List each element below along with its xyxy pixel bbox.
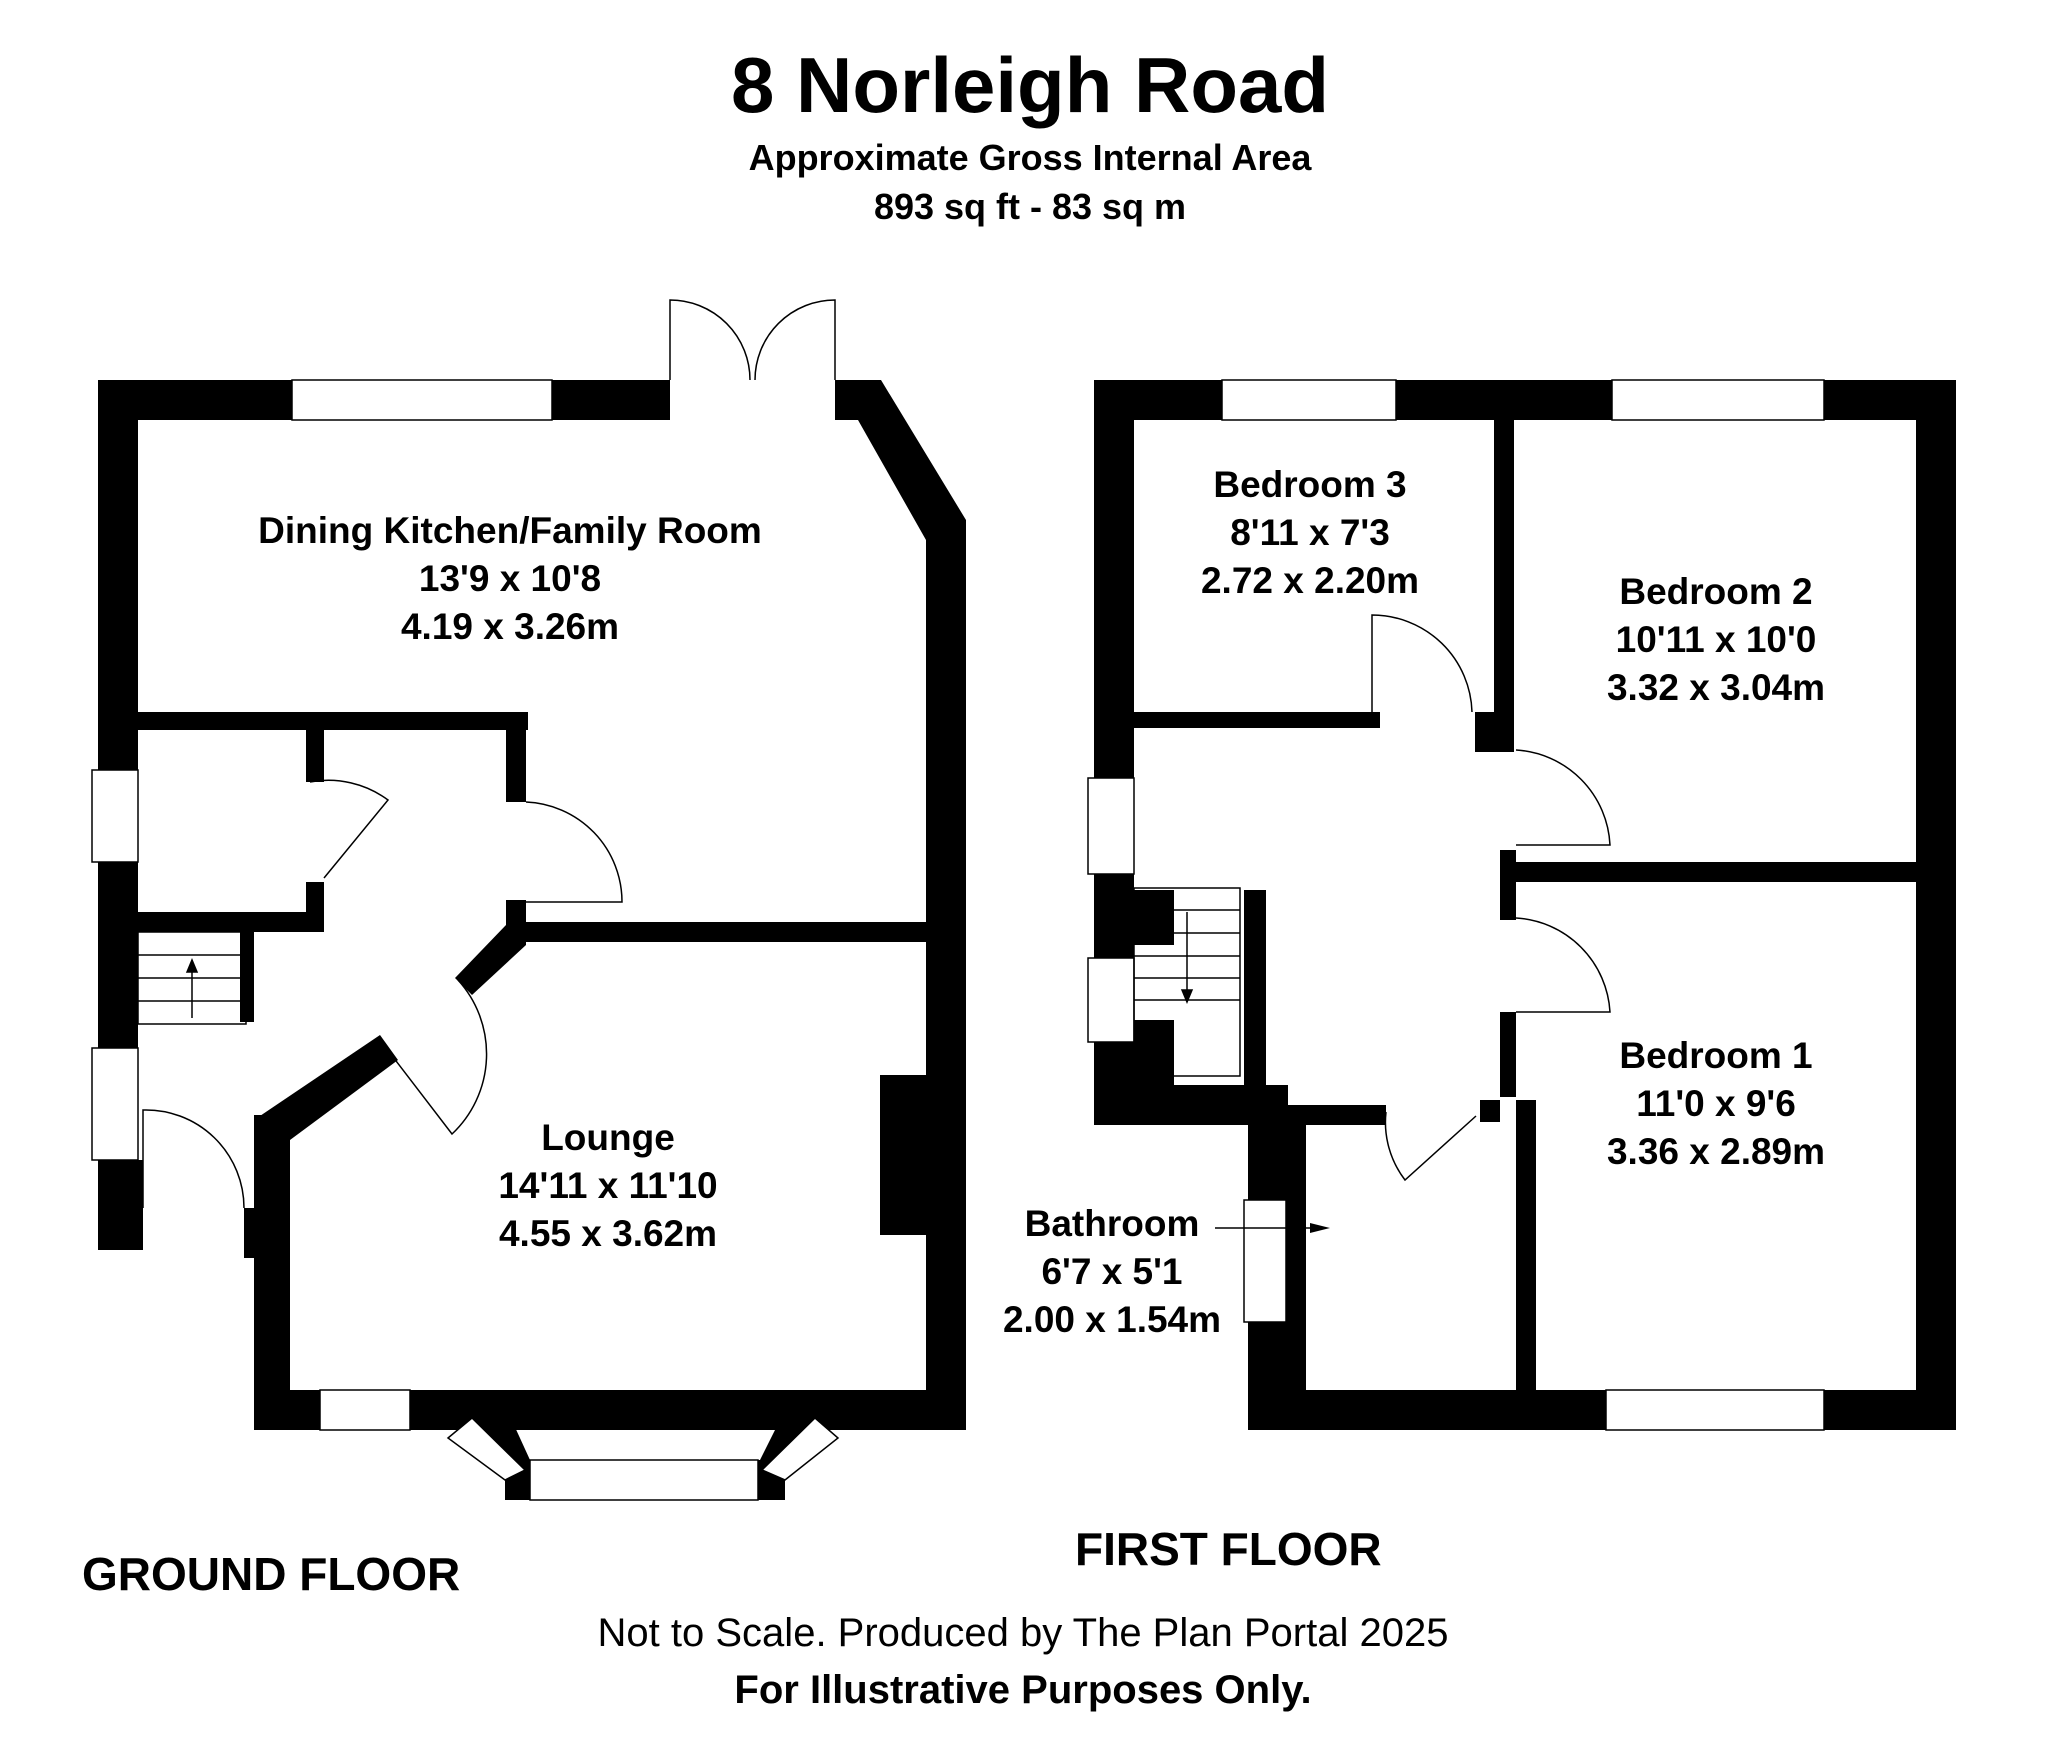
room-name: Bathroom [1025, 1203, 1200, 1244]
bedroom-3-door [1371, 614, 1473, 713]
wall [455, 925, 526, 995]
wall [1248, 1390, 1956, 1430]
wall [138, 912, 324, 932]
room-size-metric: 3.32 x 3.04m [1607, 667, 1825, 708]
wall [1134, 1020, 1174, 1085]
window [1243, 1199, 1287, 1323]
wall [254, 1115, 290, 1430]
ground-floor-label: GROUND FLOOR [82, 1548, 460, 1600]
wall [244, 1208, 274, 1258]
window [91, 1047, 139, 1161]
wall [1916, 380, 1956, 1430]
cupboard-door [309, 779, 390, 879]
wall [138, 712, 528, 730]
wall [1494, 712, 1514, 752]
chimney-breast [880, 1075, 966, 1235]
room-name: Bedroom 1 [1619, 1035, 1812, 1076]
room-size-imperial: 13'9 x 10'8 [419, 558, 601, 599]
room-label-dining-kitchen: Dining Kitchen/Family Room 13'9 x 10'8 4… [258, 510, 762, 647]
room-size-imperial: 6'7 x 5'1 [1041, 1251, 1182, 1292]
room-size-metric: 4.19 x 3.26m [401, 606, 619, 647]
wall [1500, 850, 1516, 920]
wall [1244, 890, 1266, 1085]
room-size-metric: 3.36 x 2.89m [1607, 1131, 1825, 1172]
window [291, 379, 553, 421]
room-label-bathroom: Bathroom 6'7 x 5'1 2.00 x 1.54m [1003, 1203, 1221, 1340]
plan-subtitle: Approximate Gross Internal Area [749, 137, 1313, 178]
room-name: Dining Kitchen/Family Room [258, 510, 762, 551]
bathroom-door [1384, 1111, 1477, 1182]
wall [1500, 1012, 1516, 1097]
wall [1286, 1105, 1306, 1430]
room-label-lounge: Lounge 14'11 x 11'10 4.55 x 3.62m [498, 1117, 717, 1254]
illustrative-notice: For Illustrative Purposes Only. [734, 1668, 1311, 1712]
window [1087, 777, 1135, 875]
wall [1480, 1100, 1500, 1122]
plan-title: 8 Norleigh Road [731, 41, 1329, 129]
wall [1094, 1085, 1288, 1125]
bathroom-pointer-head [1310, 1223, 1330, 1233]
wall [526, 922, 926, 942]
window [91, 769, 139, 863]
wall [1494, 420, 1514, 730]
room-label-bedroom-2: Bedroom 2 10'11 x 10'0 3.32 x 3.04m [1607, 571, 1825, 708]
wall [1500, 862, 1916, 882]
room-size-imperial: 10'11 x 10'0 [1616, 619, 1817, 660]
wall [1286, 1105, 1386, 1125]
bedroom-2-door [1515, 749, 1611, 846]
room-size-metric: 2.72 x 2.20m [1201, 560, 1419, 601]
window [1087, 957, 1135, 1043]
window [529, 1459, 759, 1501]
stairs [1133, 887, 1241, 1077]
french-door [754, 299, 836, 381]
room-size-imperial: 8'11 x 7'3 [1230, 512, 1390, 553]
room-size-imperial: 14'11 x 11'10 [498, 1165, 717, 1206]
room-name: Bedroom 2 [1619, 571, 1812, 612]
wall [98, 1160, 143, 1250]
window [1605, 1389, 1825, 1431]
ground-floor-plan [91, 299, 966, 1501]
wall [1516, 1100, 1536, 1430]
lounge-door [379, 979, 488, 1136]
room-size-imperial: 11'0 x 9'6 [1636, 1083, 1796, 1124]
wall [1266, 1085, 1286, 1125]
bedroom-1-door [1515, 917, 1611, 1013]
french-door [669, 299, 751, 381]
window [760, 1416, 840, 1481]
room-name: Bedroom 3 [1213, 464, 1406, 505]
window [446, 1416, 527, 1481]
window [1611, 379, 1825, 421]
wall [1134, 890, 1174, 945]
first-floor-label: FIRST FLOOR [1075, 1523, 1382, 1575]
wall [306, 712, 324, 782]
window [319, 1389, 411, 1431]
wall [858, 380, 966, 1430]
wall [506, 712, 526, 802]
room-name: Lounge [541, 1117, 675, 1158]
room-size-metric: 2.00 x 1.54m [1003, 1299, 1221, 1340]
plan-area: 893 sq ft - 83 sq m [874, 186, 1186, 227]
room-label-bedroom-1: Bedroom 1 11'0 x 9'6 3.36 x 2.89m [1607, 1035, 1825, 1172]
room-size-metric: 4.55 x 3.62m [499, 1213, 717, 1254]
room-label-bedroom-3: Bedroom 3 8'11 x 7'3 2.72 x 2.20m [1201, 464, 1419, 601]
wall [1475, 712, 1495, 752]
kitchen-door [525, 801, 623, 903]
window [1221, 379, 1397, 421]
wall [254, 1035, 398, 1140]
wall [240, 932, 254, 1022]
first-floor-plan [1087, 379, 1956, 1431]
front-door [142, 1109, 245, 1209]
disclaimer: Not to Scale. Produced by The Plan Porta… [598, 1611, 1449, 1655]
stairs [137, 931, 247, 1025]
header: 8 Norleigh Road Approximate Gross Intern… [731, 41, 1329, 227]
wall [1134, 712, 1380, 728]
